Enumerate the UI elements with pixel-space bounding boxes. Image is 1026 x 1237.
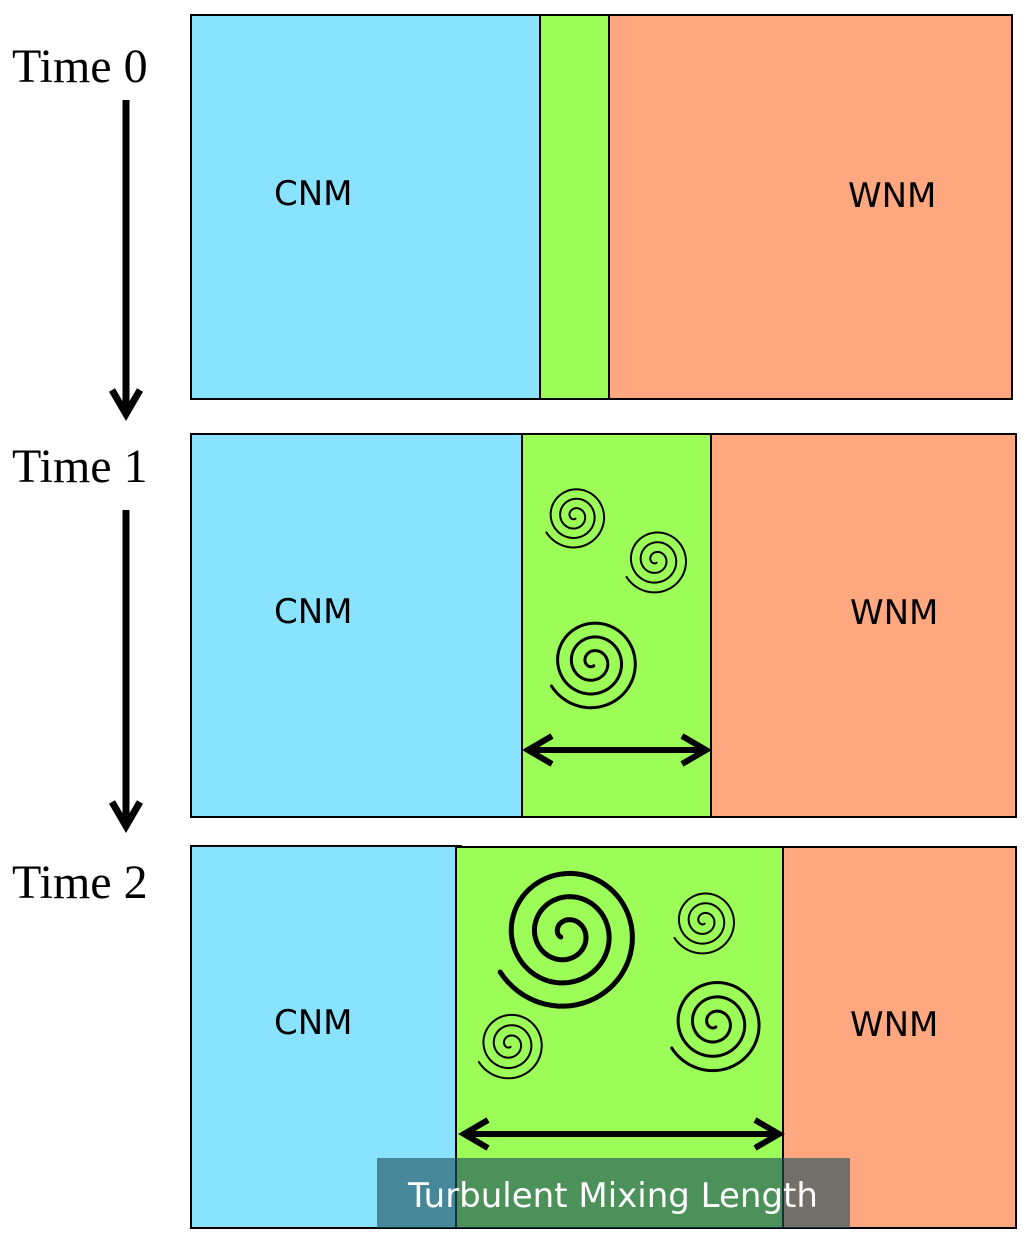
caption-text: Turbulent Mixing Length: [407, 1176, 818, 1216]
spiral-eddy-icon: [497, 870, 635, 1009]
spiral-path: [673, 892, 735, 955]
mixing-layer: [539, 14, 610, 400]
cnm-label: CNM: [274, 1003, 353, 1043]
spiral-path: [545, 488, 606, 549]
spiral-path: [625, 531, 687, 594]
time-label-2: Time 2: [12, 856, 148, 909]
spiral-path: [497, 870, 635, 1009]
cnm-region: [190, 433, 524, 818]
panel-time-2: CNM WNM Turbulent Mixing Length: [190, 845, 1017, 1229]
spiral-path: [477, 1013, 543, 1080]
time-label-1: Time 1: [12, 440, 148, 493]
wnm-label: WNM: [850, 1005, 938, 1045]
panel-time-1: CNM WNM: [190, 433, 1017, 818]
wnm-label: WNM: [848, 176, 936, 216]
spiral-eddy-icon: [673, 892, 735, 955]
caption-box: [377, 1158, 850, 1228]
spiral-eddy-icon: [670, 981, 761, 1073]
spiral-eddy-icon: [549, 621, 637, 710]
spiral-path: [670, 981, 761, 1073]
panel-time-0: CNM WNM: [190, 14, 1013, 400]
mixing-layer: [521, 433, 712, 818]
wnm-region: [607, 14, 1013, 400]
cnm-region: [190, 14, 542, 400]
wnm-label: WNM: [850, 593, 938, 633]
spiral-eddy-icon: [477, 1013, 543, 1080]
spiral-eddy-icon: [545, 488, 606, 549]
down-arrow-icon: [108, 100, 144, 421]
spiral-eddy-icon: [625, 531, 687, 594]
cnm-label: CNM: [274, 592, 353, 632]
spiral-path: [549, 621, 637, 710]
time-label-0: Time 0: [12, 40, 148, 93]
double-headed-arrow-icon: [458, 1117, 785, 1151]
cnm-label: CNM: [274, 174, 353, 214]
down-arrow-icon: [108, 510, 144, 833]
double-headed-arrow-icon: [522, 733, 712, 767]
